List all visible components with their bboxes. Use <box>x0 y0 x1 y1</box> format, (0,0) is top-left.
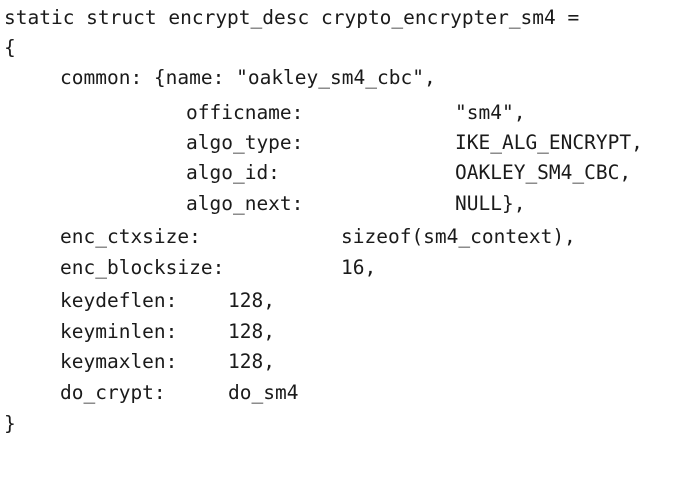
field-value: 128, <box>228 350 275 373</box>
field-value: OAKLEY_SM4_CBC, <box>455 161 632 184</box>
field-key: algo_id: <box>186 161 280 184</box>
field-value: 16, <box>341 256 377 279</box>
field-value: "sm4", <box>455 101 526 124</box>
field-key: officname: <box>186 101 304 124</box>
field-key: enc_ctxsize: <box>60 225 201 248</box>
code-line-do-crypt: do_crypt: do_sm4 <box>0 378 298 408</box>
code-line-keydeflen: keydeflen: 128, <box>0 286 275 316</box>
field-value: 128, <box>228 320 275 343</box>
common-name-text: common: {name: "oakley_sm4_cbc", <box>60 66 436 89</box>
field-value: do_sm4 <box>228 381 299 404</box>
close-brace: } <box>4 412 16 435</box>
code-line-enc-ctxsize: enc_ctxsize: sizeof(sm4_context), <box>0 222 576 252</box>
code-line-common-name: common: {name: "oakley_sm4_cbc", <box>0 63 436 93</box>
struct-declaration-text: static struct encrypt_desc crypto_encryp… <box>4 6 580 29</box>
field-key: algo_next: <box>186 192 304 215</box>
field-key: keydeflen: <box>60 289 178 312</box>
code-line-algo-next: algo_next: NULL}, <box>0 189 525 219</box>
code-line-enc-blocksize: enc_blocksize: 16, <box>0 253 376 283</box>
code-line-struct-declaration: static struct encrypt_desc crypto_encryp… <box>0 3 579 33</box>
field-value: IKE_ALG_ENCRYPT, <box>455 131 643 154</box>
field-key: keymaxlen: <box>60 350 178 373</box>
code-line-algo-id: algo_id: OAKLEY_SM4_CBC, <box>0 158 631 188</box>
field-value: sizeof(sm4_context), <box>341 225 576 248</box>
field-key: enc_blocksize: <box>60 256 225 279</box>
code-listing: static struct encrypt_desc crypto_encryp… <box>0 3 643 439</box>
code-line-keyminlen: keyminlen: 128, <box>0 317 275 347</box>
code-line-officname: officname: "sm4", <box>0 98 525 128</box>
field-key: algo_type: <box>186 131 304 154</box>
field-key: keyminlen: <box>60 320 178 343</box>
open-brace: { <box>4 36 16 59</box>
code-line-keymaxlen: keymaxlen: 128, <box>0 347 275 377</box>
code-line-algo-type: algo_type: IKE_ALG_ENCRYPT, <box>0 128 643 158</box>
field-value: 128, <box>228 289 275 312</box>
code-line-close-brace: } <box>0 409 47 439</box>
code-line-open-brace: { <box>0 33 47 63</box>
field-value: NULL}, <box>455 192 526 215</box>
field-key: do_crypt: <box>60 381 166 404</box>
